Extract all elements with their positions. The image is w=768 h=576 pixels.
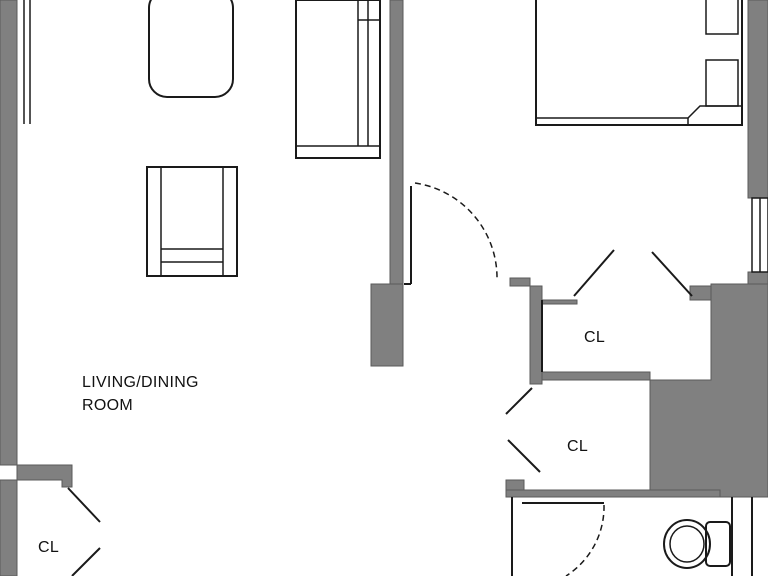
bath-top-wall [505,489,721,498]
toilet-tank [705,521,731,567]
center-wall-pier [370,283,404,367]
toilet-seat [669,525,705,563]
sofa [295,0,381,159]
entry-closet-wall [16,464,73,488]
living-furniture [146,0,381,277]
dining-table [148,0,234,98]
closet-divider-wall-right [689,285,712,301]
pillow-top [705,0,739,35]
toilet-bowl [663,519,711,569]
bedroom-furniture [535,0,743,126]
left-exterior-wall-lower [0,479,18,576]
doors [67,182,693,576]
bedroom-exterior-wall [747,0,768,199]
closet-door-right [651,251,693,297]
closet-label-bedroom: CL [584,329,605,346]
closet-label-hall: CL [567,438,588,455]
core-wall-block [649,283,768,498]
hall-closet-door-bottom [507,439,541,473]
bedroom-exterior-wall-lower [747,271,768,285]
living-dining-label-line1: LIVING/DINING [82,374,199,391]
bed-sheet-fold [536,105,742,119]
center-partition-wall [389,0,404,285]
room-labels: LIVING/DINING ROOM CL CL CL [38,329,605,556]
armchair [146,166,238,277]
bed [535,0,743,126]
closet-label-entry: CL [38,539,59,556]
bath-door-swing [565,504,605,576]
bathroom-fixtures [663,519,731,569]
entry-closet-door-bottom [71,547,101,576]
pillow-bottom [705,59,739,107]
left-exterior-wall [0,0,18,466]
closet-divider-wall [541,299,578,305]
closet-door-left [573,249,615,297]
bedroom-door-swing [414,182,498,281]
hall-closet-door-top [505,387,533,415]
closet-partition-wall [509,277,651,385]
living-dining-label-line2: ROOM [82,397,133,414]
entry-closet-door-top [67,487,101,523]
